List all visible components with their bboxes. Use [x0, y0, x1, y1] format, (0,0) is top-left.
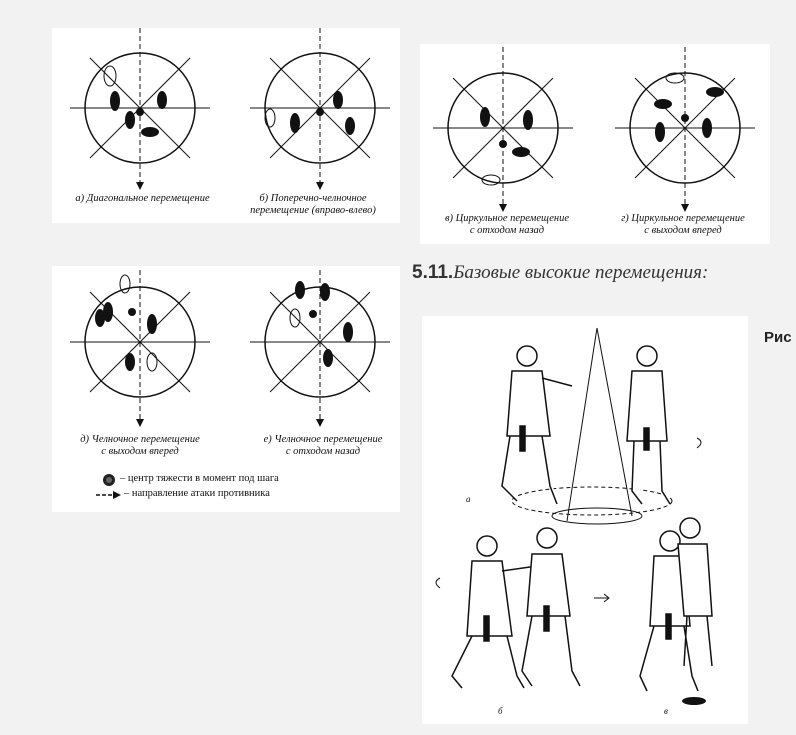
caption-v: в) Циркульное перемещение с отходом наза… — [444, 213, 570, 236]
diagram-g — [615, 47, 755, 212]
rotation-arrow-icon — [435, 437, 702, 603]
section-title: Базовые высокие перемещения: — [453, 262, 709, 283]
section-number: 5.11. — [412, 262, 454, 283]
fighter-figure — [521, 527, 581, 687]
diagram-d — [70, 270, 210, 427]
diagram-e — [250, 270, 390, 427]
diagram-a — [70, 28, 210, 190]
legend-direction: – направление атаки противника — [124, 488, 270, 499]
dashed-arrow-icon — [96, 491, 121, 499]
fighter-figure — [677, 517, 713, 667]
illustration-label-a: а — [466, 494, 471, 504]
center-of-gravity-icon — [103, 474, 115, 486]
diagram-v — [433, 47, 573, 212]
caption-a: а) Диагональное перемещение — [75, 193, 210, 204]
illustration-label-v: в — [664, 706, 668, 716]
diagram-panel-top-left — [52, 28, 400, 223]
illustration-figures — [435, 327, 713, 705]
diagram-b — [250, 28, 390, 190]
fighter-figure — [451, 535, 538, 689]
diagram-panel-top-right — [420, 44, 770, 244]
illustration-label-b: б — [498, 706, 503, 716]
caption-d: д) Челночное перемещение с выходом впере… — [80, 434, 200, 457]
section-heading: 5.11.Базовые высокие перемещения: — [412, 262, 708, 284]
legend-center: – центр тяжести в момент под шага — [120, 473, 279, 484]
caption-g: г) Циркульное перемещение с выходом впер… — [621, 213, 745, 236]
fighter-figure — [626, 345, 671, 505]
fighter-figure — [501, 345, 573, 505]
cone-diagram — [511, 327, 673, 525]
figure-label-cut: Рис — [764, 329, 792, 346]
foot-marker — [682, 697, 706, 705]
caption-b: б) Поперечно-челночное перемещение (впра… — [250, 193, 376, 216]
caption-e: е) Челночное перемещение с отходом назад — [263, 434, 383, 457]
